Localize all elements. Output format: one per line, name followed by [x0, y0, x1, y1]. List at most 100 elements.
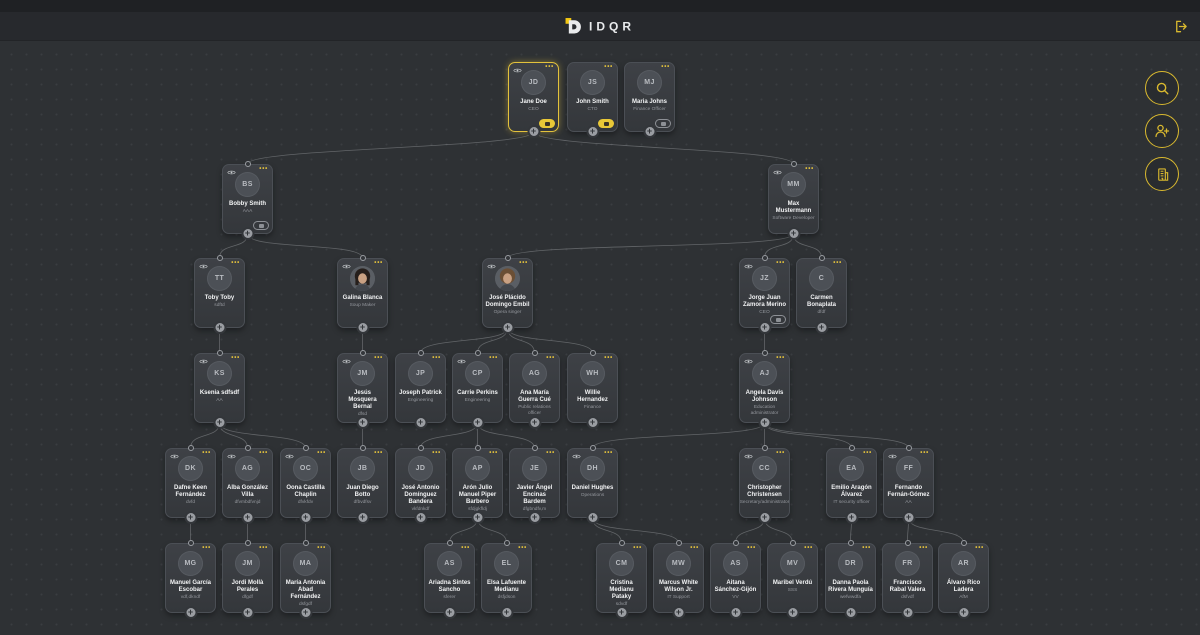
more-options-button[interactable]: •••	[489, 450, 498, 456]
organization-button[interactable]	[1145, 157, 1179, 191]
person-card-cc[interactable]: ••• CC Christopher Christensen Secretary…	[739, 445, 790, 524]
more-options-button[interactable]: •••	[633, 545, 642, 551]
person-card-galina[interactable]: ••• Galina Blanca Soup Maker +	[337, 255, 388, 334]
add-child-button[interactable]: +	[586, 511, 599, 524]
more-options-button[interactable]: •••	[604, 355, 613, 361]
visibility-eye-icon[interactable]	[773, 169, 782, 176]
add-child-button[interactable]: +	[501, 321, 514, 334]
add-child-button[interactable]: +	[299, 511, 312, 524]
add-child-button[interactable]: +	[787, 227, 800, 240]
more-options-button[interactable]: •••	[863, 450, 872, 456]
more-options-button[interactable]: •••	[975, 545, 984, 551]
more-options-button[interactable]: •••	[461, 545, 470, 551]
more-options-button[interactable]: •••	[432, 450, 441, 456]
person-card-as2[interactable]: ••• AS Aitana Sánchez-Gijón VV +	[710, 540, 761, 619]
add-child-button[interactable]: +	[615, 606, 628, 619]
person-card-max[interactable]: ••• MM Max Mustermann Software Developer…	[768, 161, 819, 240]
more-options-button[interactable]: •••	[518, 545, 527, 551]
visibility-eye-icon[interactable]	[744, 453, 753, 460]
visibility-eye-icon[interactable]	[744, 263, 753, 270]
add-child-button[interactable]: +	[184, 606, 197, 619]
add-child-button[interactable]: +	[844, 606, 857, 619]
add-child-button[interactable]: +	[586, 416, 599, 429]
add-child-button[interactable]: +	[184, 511, 197, 524]
person-card-ff[interactable]: ••• FF Fernando Fernán-Gómez AA +	[883, 445, 934, 524]
add-child-button[interactable]: +	[443, 606, 456, 619]
person-card-john[interactable]: ••• JS John Smith CTO +	[567, 62, 618, 138]
more-options-button[interactable]: •••	[805, 166, 814, 172]
add-child-button[interactable]: +	[586, 125, 599, 138]
more-options-button[interactable]: •••	[202, 545, 211, 551]
add-child-button[interactable]: +	[356, 511, 369, 524]
add-child-button[interactable]: +	[528, 511, 541, 524]
add-child-button[interactable]: +	[299, 606, 312, 619]
more-options-button[interactable]: •••	[776, 355, 785, 361]
more-options-button[interactable]: •••	[747, 545, 756, 551]
person-card-jp[interactable]: ••• JP Joseph Patrick Engineering +	[395, 350, 446, 429]
add-child-button[interactable]: +	[758, 321, 771, 334]
visibility-eye-icon[interactable]	[744, 358, 753, 365]
visibility-eye-icon[interactable]	[285, 453, 294, 460]
add-child-button[interactable]: +	[414, 416, 427, 429]
add-child-button[interactable]: +	[815, 321, 828, 334]
person-card-wh[interactable]: ••• WH Willie Hernandez Finance +	[567, 350, 618, 429]
person-card-ksenia[interactable]: ••• KS Ksenia sdfsdf AA +	[194, 350, 245, 429]
more-options-button[interactable]: •••	[776, 450, 785, 456]
person-card-el[interactable]: ••• EL Elsa Lafuente Medianu dsfjdson +	[481, 540, 532, 619]
add-child-button[interactable]: +	[902, 511, 915, 524]
person-card-dh[interactable]: ••• DH Daniel Hughes Operations +	[567, 445, 618, 524]
more-options-button[interactable]: •••	[661, 64, 670, 70]
add-child-button[interactable]: +	[356, 416, 369, 429]
person-card-oc[interactable]: ••• OC Oona Castilla Chaplin dfvkfdv +	[280, 445, 331, 524]
more-options-button[interactable]: •••	[202, 450, 211, 456]
person-card-jm2[interactable]: ••• JM Jordi Mollà Perales dfgdf +	[222, 540, 273, 619]
visibility-eye-icon[interactable]	[888, 453, 897, 460]
more-options-button[interactable]: •••	[317, 450, 326, 456]
person-card-jose[interactable]: ••• José Plácido Domingo Embil Opera sin…	[482, 255, 533, 334]
more-options-button[interactable]: •••	[231, 260, 240, 266]
more-options-button[interactable]: •••	[546, 450, 555, 456]
add-child-button[interactable]: +	[845, 511, 858, 524]
visibility-eye-icon[interactable]	[227, 453, 236, 460]
person-card-ar[interactable]: ••• AR Álvaro Rico Ladera AfM +	[938, 540, 989, 619]
more-options-button[interactable]: •••	[919, 545, 928, 551]
person-card-jesus[interactable]: ••• JM Jesús Mosquera Bernal dfsd +	[337, 350, 388, 429]
add-child-button[interactable]: +	[471, 416, 484, 429]
more-options-button[interactable]: •••	[432, 355, 441, 361]
person-card-ap[interactable]: ••• AP Arón Julio Manuel Piper Barbero s…	[452, 445, 503, 524]
more-options-button[interactable]: •••	[833, 260, 842, 266]
more-options-button[interactable]: •••	[604, 450, 613, 456]
person-card-ma[interactable]: ••• MA María Antonia Abad Fernández dsfg…	[280, 540, 331, 619]
more-options-button[interactable]: •••	[546, 355, 555, 361]
visibility-eye-icon[interactable]	[342, 358, 351, 365]
person-card-toby[interactable]: ••• TT Toby Toby sdftd +	[194, 255, 245, 334]
add-child-button[interactable]: +	[758, 416, 771, 429]
more-options-button[interactable]: •••	[519, 260, 528, 266]
visibility-eye-icon[interactable]	[342, 263, 351, 270]
visibility-eye-icon[interactable]	[572, 453, 581, 460]
add-child-button[interactable]: +	[901, 606, 914, 619]
person-card-jb[interactable]: ••• JB Juan Diego Botto dfbvdfsv +	[337, 445, 388, 524]
more-options-button[interactable]: •••	[317, 545, 326, 551]
more-options-button[interactable]: •••	[920, 450, 929, 456]
add-child-button[interactable]: +	[241, 511, 254, 524]
person-card-carmen[interactable]: ••• C Carmen Bonaplata dfdf +	[796, 255, 847, 334]
visibility-eye-icon[interactable]	[513, 67, 522, 74]
logout-button[interactable]	[1170, 16, 1190, 36]
person-card-jane[interactable]: ••• JD Jane Doe CEO +	[508, 62, 559, 138]
person-card-je[interactable]: ••• JE Javier Ángel Encinas Bardem dfgbn…	[509, 445, 560, 524]
person-card-angela[interactable]: ••• AJ Angela Davis Johnson Education ad…	[739, 350, 790, 429]
person-card-bobby[interactable]: ••• BS Bobby Smith AAA +	[222, 161, 273, 240]
add-child-button[interactable]: +	[528, 416, 541, 429]
add-child-button[interactable]: +	[414, 511, 427, 524]
add-child-button[interactable]: +	[241, 227, 254, 240]
add-child-button[interactable]: +	[786, 606, 799, 619]
person-card-as1[interactable]: ••• AS Ariadna Sintes Sancho sferer +	[424, 540, 475, 619]
visibility-eye-icon[interactable]	[199, 263, 208, 270]
person-card-dr[interactable]: ••• DR Danna Paola Rivera Munguía wefwwd…	[825, 540, 876, 619]
visibility-eye-icon[interactable]	[199, 358, 208, 365]
person-card-ea[interactable]: ••• EA Emilio Aragón Álvarez IT security…	[826, 445, 877, 524]
person-card-jorge[interactable]: ••• JZ Jorge Juan Zamora Merino CEO +	[739, 255, 790, 334]
add-child-button[interactable]: +	[213, 321, 226, 334]
more-options-button[interactable]: •••	[259, 450, 268, 456]
